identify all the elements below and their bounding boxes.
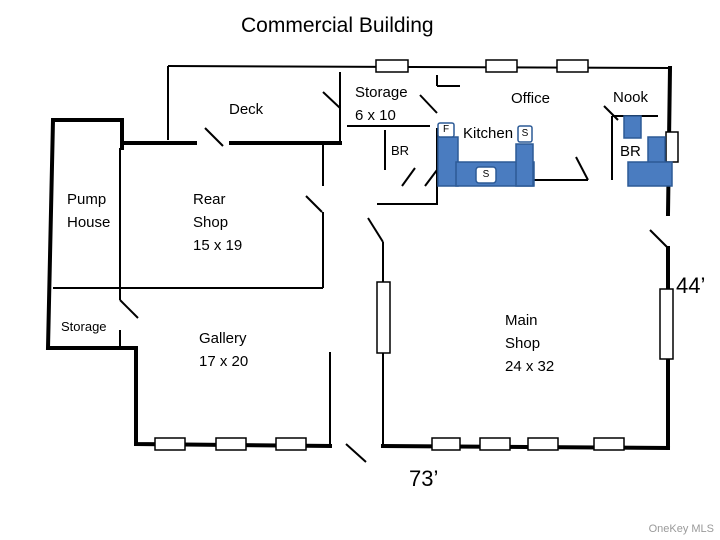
window-bottom-1: [154, 437, 186, 451]
office-door: [575, 156, 589, 181]
window-top-3: [556, 59, 589, 73]
storage-door-left: [119, 299, 139, 319]
top-wall: [167, 65, 671, 69]
main-shop-bottom-wall: [380, 443, 671, 451]
gallery-size: 17 x 20: [199, 353, 249, 370]
br-right-label: BR: [620, 143, 641, 160]
nook-door: [603, 105, 619, 121]
kitchen-counter-right: [515, 143, 534, 187]
fixture-boxes: [437, 122, 533, 184]
main-shop-size: 24 x 32: [505, 358, 555, 375]
entry-door: [345, 443, 367, 463]
rear-shop-size: 15 x 19: [193, 237, 243, 254]
window-bottom-6: [527, 437, 559, 451]
office-label: Office: [511, 90, 550, 107]
storage-left-label: Storage: [61, 319, 107, 334]
rear-shop-label-line1: Rear: [193, 191, 226, 208]
watermark: OneKey MLS: [648, 523, 714, 535]
nook-cabinet: [623, 115, 642, 139]
window-top-2: [485, 59, 518, 73]
width-dimension: 73’: [409, 466, 439, 491]
rear-shop-door: [305, 195, 323, 213]
window-bottom-2: [215, 437, 247, 451]
pump-house-label-line1: Pump: [67, 191, 107, 208]
nook-label: Nook: [613, 89, 649, 106]
br-left-label: BR: [391, 143, 410, 158]
storage-top-size: 6 x 10: [355, 107, 396, 124]
rear-shop-label-line2: Shop: [193, 214, 229, 231]
nook-counter-bottom: [627, 161, 673, 187]
window-bottom-5: [479, 437, 511, 451]
page-title: Commercial Building: [241, 14, 434, 37]
storage-door: [419, 94, 438, 114]
window-right-main: [659, 288, 674, 360]
window-right-nook: [665, 131, 679, 163]
deck-door-2: [322, 91, 341, 109]
window-bottom-7: [593, 437, 625, 451]
sink-lower-box: [475, 166, 497, 184]
window-top-1: [375, 59, 409, 73]
fixtures: [437, 115, 673, 187]
window-left-main: [376, 281, 391, 354]
main-shop-label-line2: Shop: [505, 335, 541, 352]
deck-door: [204, 127, 224, 147]
gallery-label: Gallery: [199, 330, 247, 347]
fridge-box: [437, 122, 455, 138]
pump-house-label-line2: House: [67, 214, 111, 231]
sink-upper-box: [517, 125, 533, 143]
pump-house-wall: [45, 118, 124, 350]
fridge-label: F: [442, 124, 450, 135]
interior-walls: [53, 65, 671, 463]
window-bottom-3: [275, 437, 307, 451]
main-shop-door: [367, 217, 384, 243]
br-door: [401, 167, 416, 187]
windows: [154, 59, 679, 451]
kitchen-counter-left: [437, 136, 459, 187]
sink-upper-label: S: [521, 128, 529, 139]
main-shop-label-line1: Main: [505, 312, 538, 329]
storage-top-label: Storage: [355, 84, 408, 101]
kitchen-label: Kitchen: [463, 125, 514, 142]
depth-dimension: 44’: [676, 273, 706, 298]
sink-lower-label: S: [482, 169, 490, 180]
window-bottom-4: [431, 437, 461, 451]
kitchen-door: [424, 169, 438, 187]
deck-label: Deck: [229, 101, 264, 118]
main-shop-right-door: [649, 229, 669, 249]
